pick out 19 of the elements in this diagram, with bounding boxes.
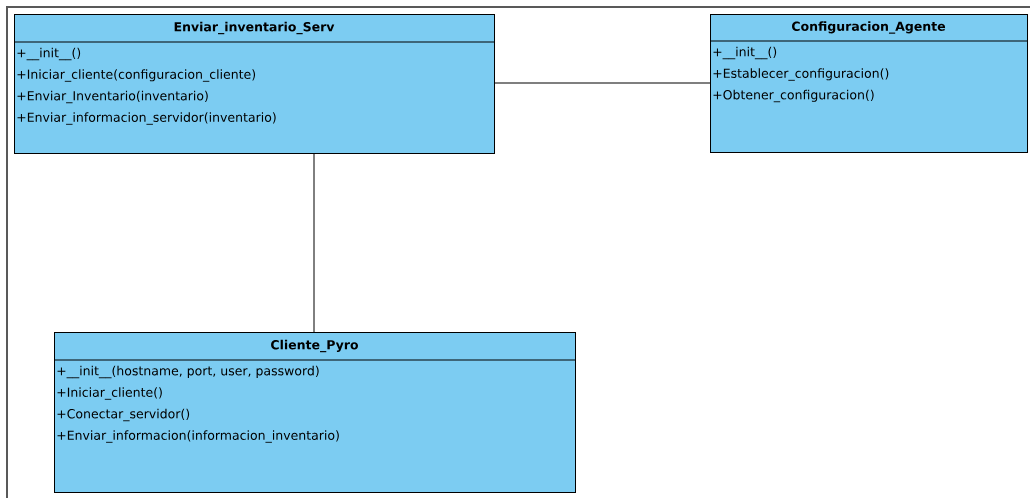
method-text: +Iniciar_cliente() — [57, 387, 162, 400]
association-line — [313, 153, 315, 333]
method-text: +Conectar_servidor() — [57, 408, 190, 422]
method-text: +__init__(hostname, port, user, password) — [57, 365, 319, 379]
class-name: Enviar_inventario_Serv — [174, 21, 335, 35]
method-text: +__init__() — [17, 47, 81, 61]
method-text: +Enviar_informacion(informacion_inventario) — [57, 430, 339, 443]
method-text: +Enviar_informacion_servidor(inventario) — [17, 112, 276, 125]
method-text: +Enviar_Inventario(inventario) — [17, 90, 208, 104]
association-line — [494, 82, 711, 84]
method-text: +Iniciar_cliente(configuracion_cliente) — [17, 69, 256, 82]
class-box — [709, 14, 1028, 153]
method-text: +Obtener_configuracion() — [713, 89, 874, 103]
method-text: +Establecer_configuracion() — [713, 68, 889, 81]
class-box — [13, 14, 495, 154]
class-name: Cliente_Pyro — [271, 339, 358, 353]
method-text: +__init__() — [713, 46, 777, 60]
class-box — [53, 332, 576, 493]
class-name: Configuracion_Agente — [792, 21, 946, 34]
